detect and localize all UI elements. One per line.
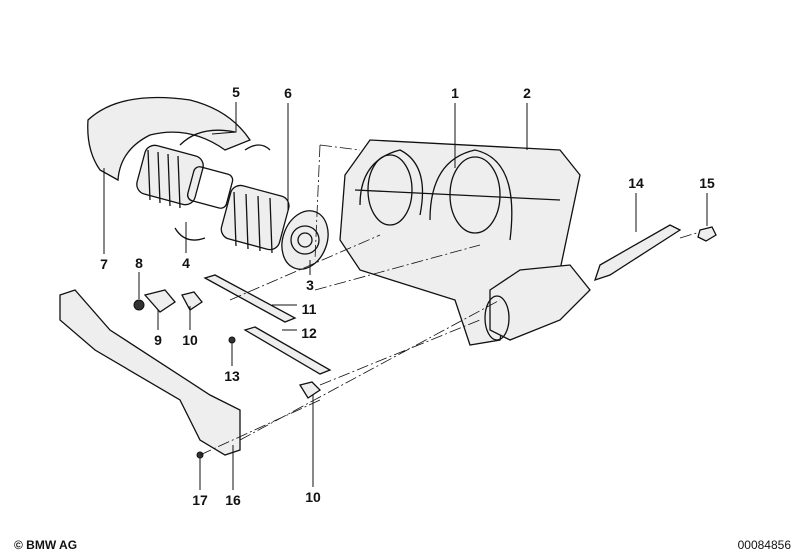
- callout-8: 8: [135, 255, 143, 271]
- slider-12: [243, 326, 332, 375]
- callout-11: 11: [302, 301, 317, 317]
- callout-15: 15: [699, 175, 715, 191]
- blower-housing-cover: [87, 96, 251, 182]
- callout-14: 14: [628, 175, 644, 191]
- callout-10-lower: 10: [305, 489, 321, 505]
- callout-6: 6: [284, 85, 292, 101]
- callout-2: 2: [523, 85, 531, 101]
- lever: [143, 289, 176, 313]
- image-number: 00084856: [737, 538, 791, 552]
- callout-1: 1: [451, 85, 459, 101]
- callout-3: 3: [306, 277, 314, 293]
- clip: [697, 226, 717, 242]
- callout-12: 12: [301, 325, 317, 341]
- callout-9: 9: [154, 332, 162, 348]
- blower-motor-assembly: [136, 144, 329, 270]
- callout-17: 17: [192, 492, 208, 508]
- clamp-strap: [174, 129, 271, 241]
- knob: [298, 381, 322, 399]
- slider-11: [203, 274, 297, 323]
- alignment-line: [199, 144, 701, 456]
- trim-strip: [593, 224, 682, 282]
- callout-4: 4: [182, 255, 190, 271]
- callout-7: 7: [100, 256, 108, 272]
- knob: [181, 291, 203, 311]
- screw: [228, 336, 236, 344]
- nut: [133, 299, 145, 311]
- callout-16: 16: [225, 492, 241, 508]
- mounting-bracket: [59, 289, 241, 456]
- leader-lines: [103, 102, 708, 490]
- callout-13: 13: [224, 368, 240, 384]
- callout-5: 5: [232, 84, 240, 100]
- callout-10: 10: [182, 332, 198, 348]
- copyright: © BMW AG: [14, 538, 78, 552]
- heater-housing: [339, 139, 591, 346]
